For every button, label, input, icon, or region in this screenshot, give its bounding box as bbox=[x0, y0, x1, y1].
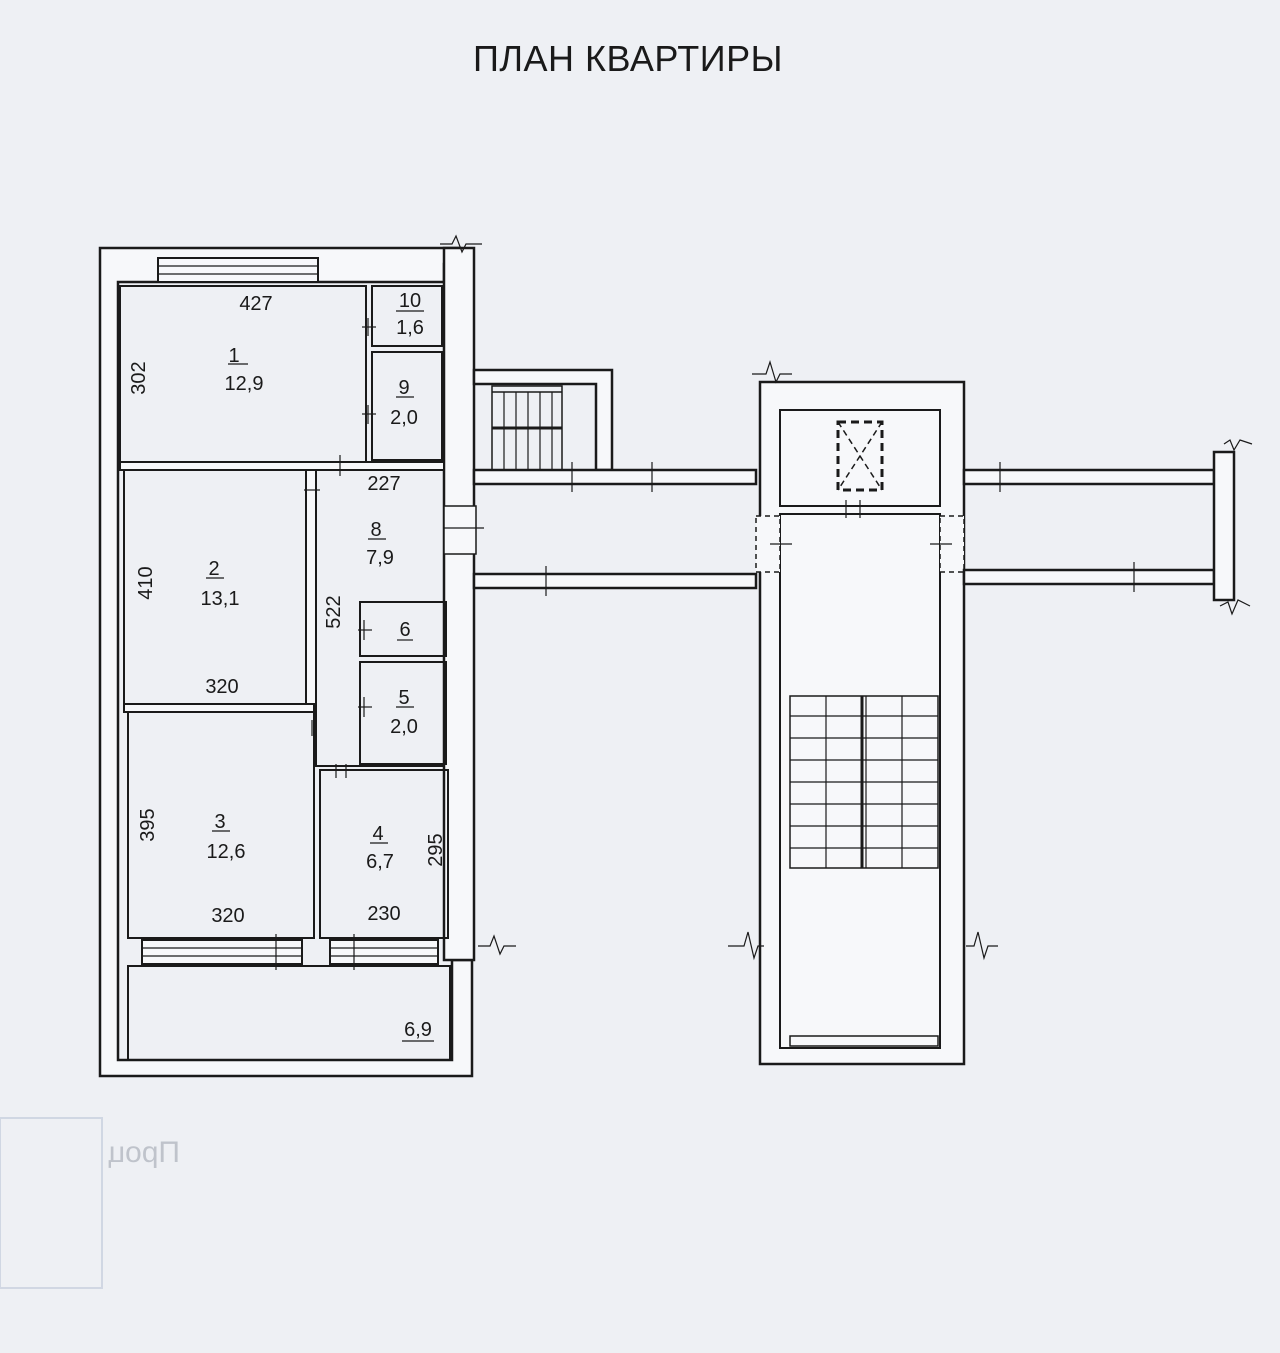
room-5 bbox=[359, 661, 447, 765]
room-3 bbox=[127, 711, 315, 939]
dimension-labels: 427 302 227 410 522 320 395 295 320 230 bbox=[128, 293, 447, 927]
room-5-number: 5 bbox=[398, 687, 409, 709]
room-6 bbox=[359, 601, 447, 657]
dim-room1-height: 302 bbox=[128, 361, 150, 394]
dim-room8-length: 522 bbox=[323, 595, 345, 628]
dim-room2-height: 410 bbox=[135, 566, 157, 599]
room-9-number: 9 bbox=[398, 377, 409, 399]
room-3-number: 3 bbox=[214, 811, 225, 833]
room-8-area: 7,9 bbox=[366, 547, 394, 569]
balcony-area: 6,9 bbox=[404, 1019, 432, 1041]
dim-room4-width: 230 bbox=[367, 903, 400, 925]
room-9 bbox=[371, 351, 443, 461]
dim-room4-height: 295 bbox=[425, 833, 447, 866]
dim-room2-width: 320 bbox=[205, 676, 238, 698]
dim-room8-width: 227 bbox=[367, 473, 400, 495]
apartment-block bbox=[98, 234, 516, 1078]
plan-title: ПЛАН КВАРТИРЫ bbox=[473, 38, 783, 79]
room-labels: 1 12,9 2 13,1 3 12,6 4 6,7 5 2,0 6 8 7,9… bbox=[201, 290, 434, 1042]
dim-room1-width: 427 bbox=[239, 293, 272, 315]
room-10-number: 10 bbox=[399, 290, 421, 312]
room-8 bbox=[315, 469, 445, 767]
room-10-area: 1,6 bbox=[396, 317, 424, 339]
small-stair bbox=[472, 368, 614, 473]
room-2-number: 2 bbox=[208, 558, 219, 580]
faded-stamp: Проц bbox=[0, 1117, 180, 1289]
dim-room3-height: 395 bbox=[137, 808, 159, 841]
room-3-area: 12,6 bbox=[207, 841, 246, 863]
balcony bbox=[127, 965, 451, 1061]
dim-room3-width: 320 bbox=[211, 905, 244, 927]
right-corridor bbox=[962, 439, 1253, 616]
room-2-area: 13,1 bbox=[201, 588, 240, 610]
room-4-number: 4 bbox=[372, 823, 383, 845]
room-1-area: 12,9 bbox=[225, 373, 264, 395]
stamp-text: Проц bbox=[108, 1136, 180, 1169]
room-8-number: 8 bbox=[370, 519, 381, 541]
room-5-area: 2,0 bbox=[390, 716, 418, 738]
stairwell-block bbox=[728, 360, 998, 1066]
room-4-area: 6,7 bbox=[366, 851, 394, 873]
room-1-number: 1 bbox=[228, 345, 239, 367]
room-6-number: 6 bbox=[399, 619, 410, 641]
room-10 bbox=[371, 285, 443, 347]
room-9-area: 2,0 bbox=[390, 407, 418, 429]
room-4 bbox=[319, 769, 449, 939]
corridor bbox=[472, 462, 758, 596]
